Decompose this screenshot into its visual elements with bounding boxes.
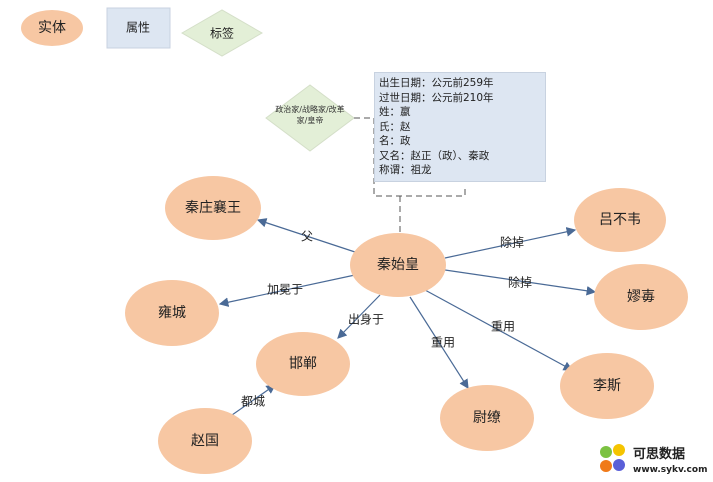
legend-entity-shape: [21, 10, 83, 46]
attribute-given-name: 名：政: [379, 135, 411, 147]
edge-label-employ-lisi: 重用: [491, 320, 515, 334]
legend-entity-label: 实体: [38, 20, 66, 36]
edge-label-crowned: 加冕于: [267, 283, 303, 297]
node-weiliao[interactable]: 尉缭: [440, 385, 534, 451]
svg-text:李斯: 李斯: [593, 378, 621, 394]
tag-text: 政治家/战略家/改革家/皇帝: [275, 104, 344, 125]
attribute-birth: 出生日期：公元前259年: [379, 77, 494, 89]
svg-text:赵国: 赵国: [191, 433, 219, 449]
edge-label-born: 出身于: [348, 312, 384, 327]
edge-capital: [231, 384, 276, 416]
edge-label-capital: 都城: [241, 395, 265, 409]
edge-label-employ-weiliao: 重用: [431, 336, 455, 350]
svg-text:尉缭: 尉缭: [473, 410, 501, 426]
attribute-box: 出生日期：公元前259年 过世日期：公元前210年 姓：嬴 氏：赵 名：政 又名…: [374, 72, 546, 182]
node-father[interactable]: 秦庄襄王: [165, 176, 261, 240]
edge-label-father: 父: [301, 230, 313, 244]
svg-text:邯郸: 邯郸: [289, 356, 317, 372]
node-lisi[interactable]: 李斯: [560, 353, 654, 419]
svg-text:嫪毐: 嫪毐: [627, 289, 655, 305]
node-laoai[interactable]: 嫪毐: [594, 264, 688, 330]
edge-employ-lisi: [424, 289, 574, 371]
legend-attribute-label: 属性: [126, 21, 150, 35]
edge-born: [337, 294, 381, 339]
svg-text:雍城: 雍城: [158, 305, 186, 321]
edge-employ-weiliao: [409, 296, 469, 390]
edge-label-remove-laoai: 除掉: [508, 275, 532, 290]
svg-text:秦庄襄王: 秦庄襄王: [185, 199, 241, 216]
node-handan[interactable]: 邯郸: [256, 332, 350, 396]
legend-tag-shape: [180, 9, 264, 57]
node-zhaoguo[interactable]: 赵国: [158, 408, 252, 474]
watermark-name: 可思数据: [633, 446, 685, 462]
watermark-url: www.sykv.com: [633, 465, 707, 475]
attribute-title: 称谓：祖龙: [379, 164, 432, 176]
attribute-clan: 氏：赵: [379, 120, 411, 133]
attribute-death: 过世日期：公元前210年: [379, 91, 494, 104]
svg-text:秦始皇: 秦始皇: [377, 257, 419, 273]
edge-father: [256, 218, 356, 253]
attribute-alias: 又名：赵正（政）、秦政: [379, 149, 490, 162]
node-yongcheng[interactable]: 雍城: [125, 280, 219, 346]
edge-remove-laoai: [444, 269, 597, 296]
legend-tag-label: 标签: [210, 26, 234, 41]
edge-remove-lvbuwei: [444, 227, 577, 259]
node-center[interactable]: 秦始皇: [350, 233, 446, 297]
edge-crowned: [218, 274, 356, 307]
svg-text:吕不韦: 吕不韦: [599, 212, 641, 228]
node-lvbuwei[interactable]: 吕不韦: [574, 188, 666, 252]
attribute-surname: 姓：嬴: [379, 106, 411, 118]
edge-label-remove-lvbuwei: 除掉: [500, 235, 524, 250]
watermark-logo-icon: [600, 444, 625, 472]
dashed-connector: [354, 117, 466, 197]
legend-attribute-shape: [106, 7, 171, 49]
